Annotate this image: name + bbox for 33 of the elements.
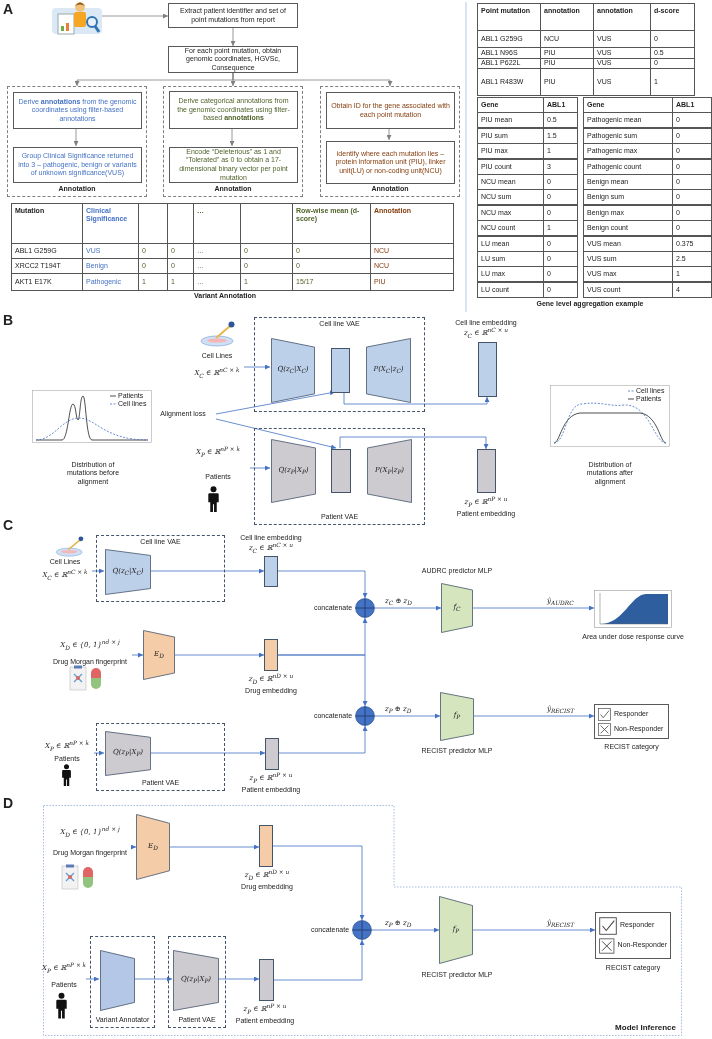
dashed-group-box [168,936,226,1028]
embedding-box [265,738,279,770]
panel-letter: A [3,1,14,18]
dotted-outline [43,805,682,1036]
picture [52,0,102,38]
dashed-group-box [320,86,460,197]
embedding-box [478,342,497,397]
concatenate-symbol [355,598,375,618]
embedding-box [264,639,278,671]
panel-letter: C [3,517,14,534]
latent-vector-box [331,449,351,493]
encoder-trapezoid [100,950,135,1011]
category-box [595,912,671,959]
embedding-box [264,556,278,587]
arrow [131,844,137,850]
concatenate-symbol [355,706,375,726]
latent-vector-box [331,348,350,393]
panel-letter: D [3,795,14,812]
dashed-group-box [96,535,225,602]
embedding-box [259,959,274,1001]
group-title: Model Inference [615,1023,676,1033]
dashed-group-box [254,428,425,525]
dashed-group-box [254,317,425,412]
embedding-box [259,825,273,867]
area-chart-drawing [594,590,672,628]
dashed-group-box [96,723,225,791]
dashed-group-box [163,86,303,197]
dashed-group-box [7,86,147,197]
dashed-group-box [90,936,155,1028]
embedding-box [477,449,496,493]
concatenate-symbol [352,920,372,940]
category-box [594,704,669,739]
panel-letter: B [3,312,14,329]
